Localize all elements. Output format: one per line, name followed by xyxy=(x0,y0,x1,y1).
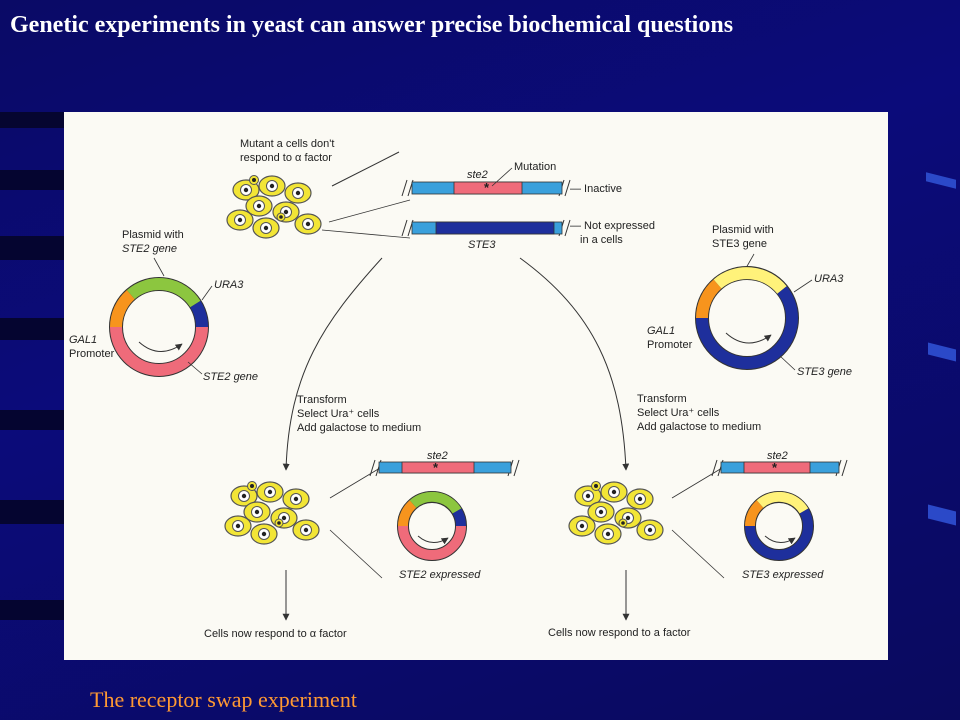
right-ura3-pointer xyxy=(793,279,813,293)
mutant-cells-cluster xyxy=(227,176,321,239)
ste3-label: STE3 xyxy=(468,239,496,251)
mutation-pointer xyxy=(491,167,513,187)
decorative-dash xyxy=(926,172,956,189)
left-transform: Transform xyxy=(297,394,347,406)
background-stripe xyxy=(0,318,64,340)
left-promoter-label: Promoter xyxy=(69,348,115,360)
left-plasmid-pointer xyxy=(153,257,165,277)
right-plasmid-pointer xyxy=(745,253,755,269)
zoom-line xyxy=(329,529,383,579)
left-gal1-label: GAL1 xyxy=(69,334,97,346)
left-gene-label: STE2 gene xyxy=(203,371,258,383)
right-gal1-label: GAL1 xyxy=(647,325,675,337)
mutant-pointer xyxy=(331,151,400,187)
left-plasmid-line2: STE2 gene xyxy=(122,243,177,255)
zoom-line xyxy=(321,229,411,239)
zoom-line xyxy=(329,467,381,499)
left-expressed-label: STE2 expressed xyxy=(399,569,481,581)
receptor-swap-figure: Mutant a cells don't respond to α factor… xyxy=(64,112,888,660)
right-expressed-label: STE3 expressed xyxy=(742,569,824,581)
not-expressed-line1: — Not expressed xyxy=(570,220,655,232)
left-branch-arrow xyxy=(282,257,383,471)
ste2-label: ste2 xyxy=(467,169,488,181)
svg-text:*: * xyxy=(772,460,778,475)
left-gene-pointer xyxy=(187,361,203,375)
slide-title: Genetic experiments in yeast can answer … xyxy=(10,12,734,38)
svg-text:*: * xyxy=(433,460,439,475)
ste2-plasmid xyxy=(109,277,209,377)
mutant-label-line2: respond to α factor xyxy=(240,152,332,164)
ste3-chromosome xyxy=(401,219,571,237)
zoom-line xyxy=(671,529,725,579)
right-galactose: Add galactose to medium xyxy=(637,421,761,433)
right-result-plasmid xyxy=(744,491,814,561)
right-result-chromosome: * xyxy=(711,459,848,477)
left-ura3-label: URA3 xyxy=(214,279,244,291)
left-transformed-cells xyxy=(225,482,319,545)
left-plasmid-line1: Plasmid with xyxy=(122,229,184,241)
right-transform: Transform xyxy=(637,393,687,405)
right-promoter-label: Promoter xyxy=(647,339,693,351)
mutant-label-line1: Mutant a cells don't xyxy=(240,138,334,150)
zoom-line xyxy=(328,199,411,223)
background-stripe xyxy=(0,112,64,128)
background-stripe xyxy=(0,170,64,190)
right-transformed-cells xyxy=(569,482,663,545)
right-select: Select Ura⁺ cells xyxy=(637,407,720,419)
svg-text:*: * xyxy=(484,180,490,195)
inactive-label: — Inactive xyxy=(570,183,622,195)
zoom-line xyxy=(671,467,723,499)
not-expressed-line2: in a cells xyxy=(580,234,623,246)
left-result-plasmid xyxy=(397,491,467,561)
left-result-chromosome: * xyxy=(369,459,520,477)
decorative-dash xyxy=(928,342,956,362)
left-galactose: Add galactose to medium xyxy=(297,422,421,434)
figure-caption: The receptor swap experiment xyxy=(90,687,357,712)
figure-drawing: Mutant a cells don't respond to α factor… xyxy=(69,138,852,640)
right-result-gene: ste2 xyxy=(767,450,788,462)
background-stripe xyxy=(0,500,64,524)
decorative-dash xyxy=(928,504,956,526)
background-stripe xyxy=(0,410,64,430)
right-plasmid-line2: STE3 gene xyxy=(712,238,767,250)
right-gene-pointer xyxy=(779,355,796,371)
right-gene-label: STE3 gene xyxy=(797,366,852,378)
left-result-gene: ste2 xyxy=(427,450,448,462)
left-response: Cells now respond to α factor xyxy=(204,628,347,640)
left-ura3-pointer xyxy=(201,285,213,301)
left-select: Select Ura⁺ cells xyxy=(297,408,380,420)
mutation-label: Mutation xyxy=(514,161,556,173)
right-plasmid-line1: Plasmid with xyxy=(712,224,774,236)
ste2-chromosome: * xyxy=(401,179,571,197)
right-branch-arrow xyxy=(519,257,630,471)
ste3-plasmid xyxy=(695,266,799,370)
right-response: Cells now respond to a factor xyxy=(548,627,691,639)
right-ura3-label: URA3 xyxy=(814,273,844,285)
background-stripe xyxy=(0,600,64,620)
background-stripe xyxy=(0,236,64,260)
